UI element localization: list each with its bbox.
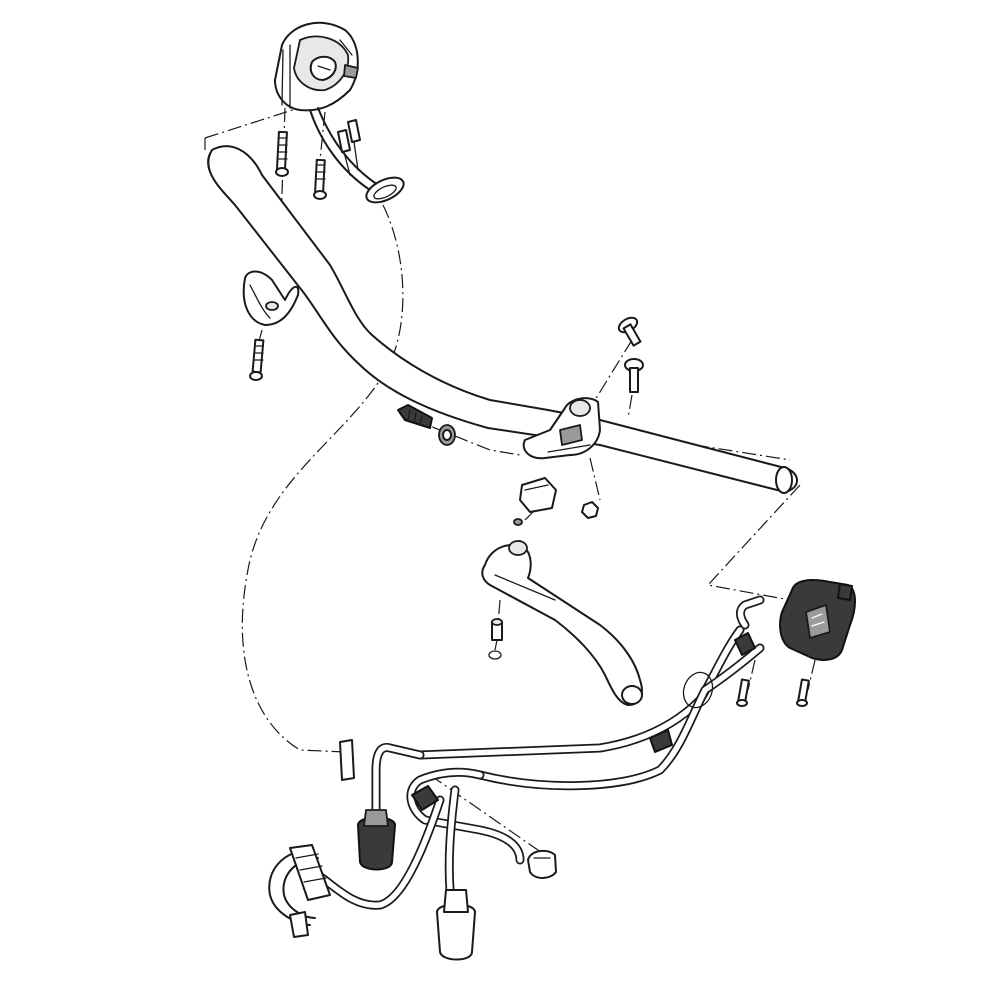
left-switch-housing: [274, 21, 405, 204]
dark-connector: [357, 809, 396, 871]
adjuster-wheel: [438, 424, 456, 446]
small-connector-bar: [339, 739, 355, 781]
white-connector: [436, 889, 476, 961]
left-clamp: [242, 270, 300, 381]
connector-b: [347, 119, 361, 143]
bracket-screws: [617, 316, 644, 393]
clutch-lever-bracket: [513, 397, 601, 526]
clutch-lever: [481, 540, 643, 706]
right-switch-housing: [736, 579, 856, 707]
handlebar: [207, 145, 798, 494]
grommet: [365, 176, 405, 204]
screw-2: [313, 158, 327, 200]
adjuster-bolt: [397, 404, 433, 429]
wiring-harness: [305, 595, 765, 910]
lower-clip: [527, 849, 557, 879]
top-screws: [275, 130, 327, 200]
left-loop-connector: [268, 844, 331, 938]
screw-1: [275, 130, 289, 177]
connector-a: [337, 129, 351, 153]
